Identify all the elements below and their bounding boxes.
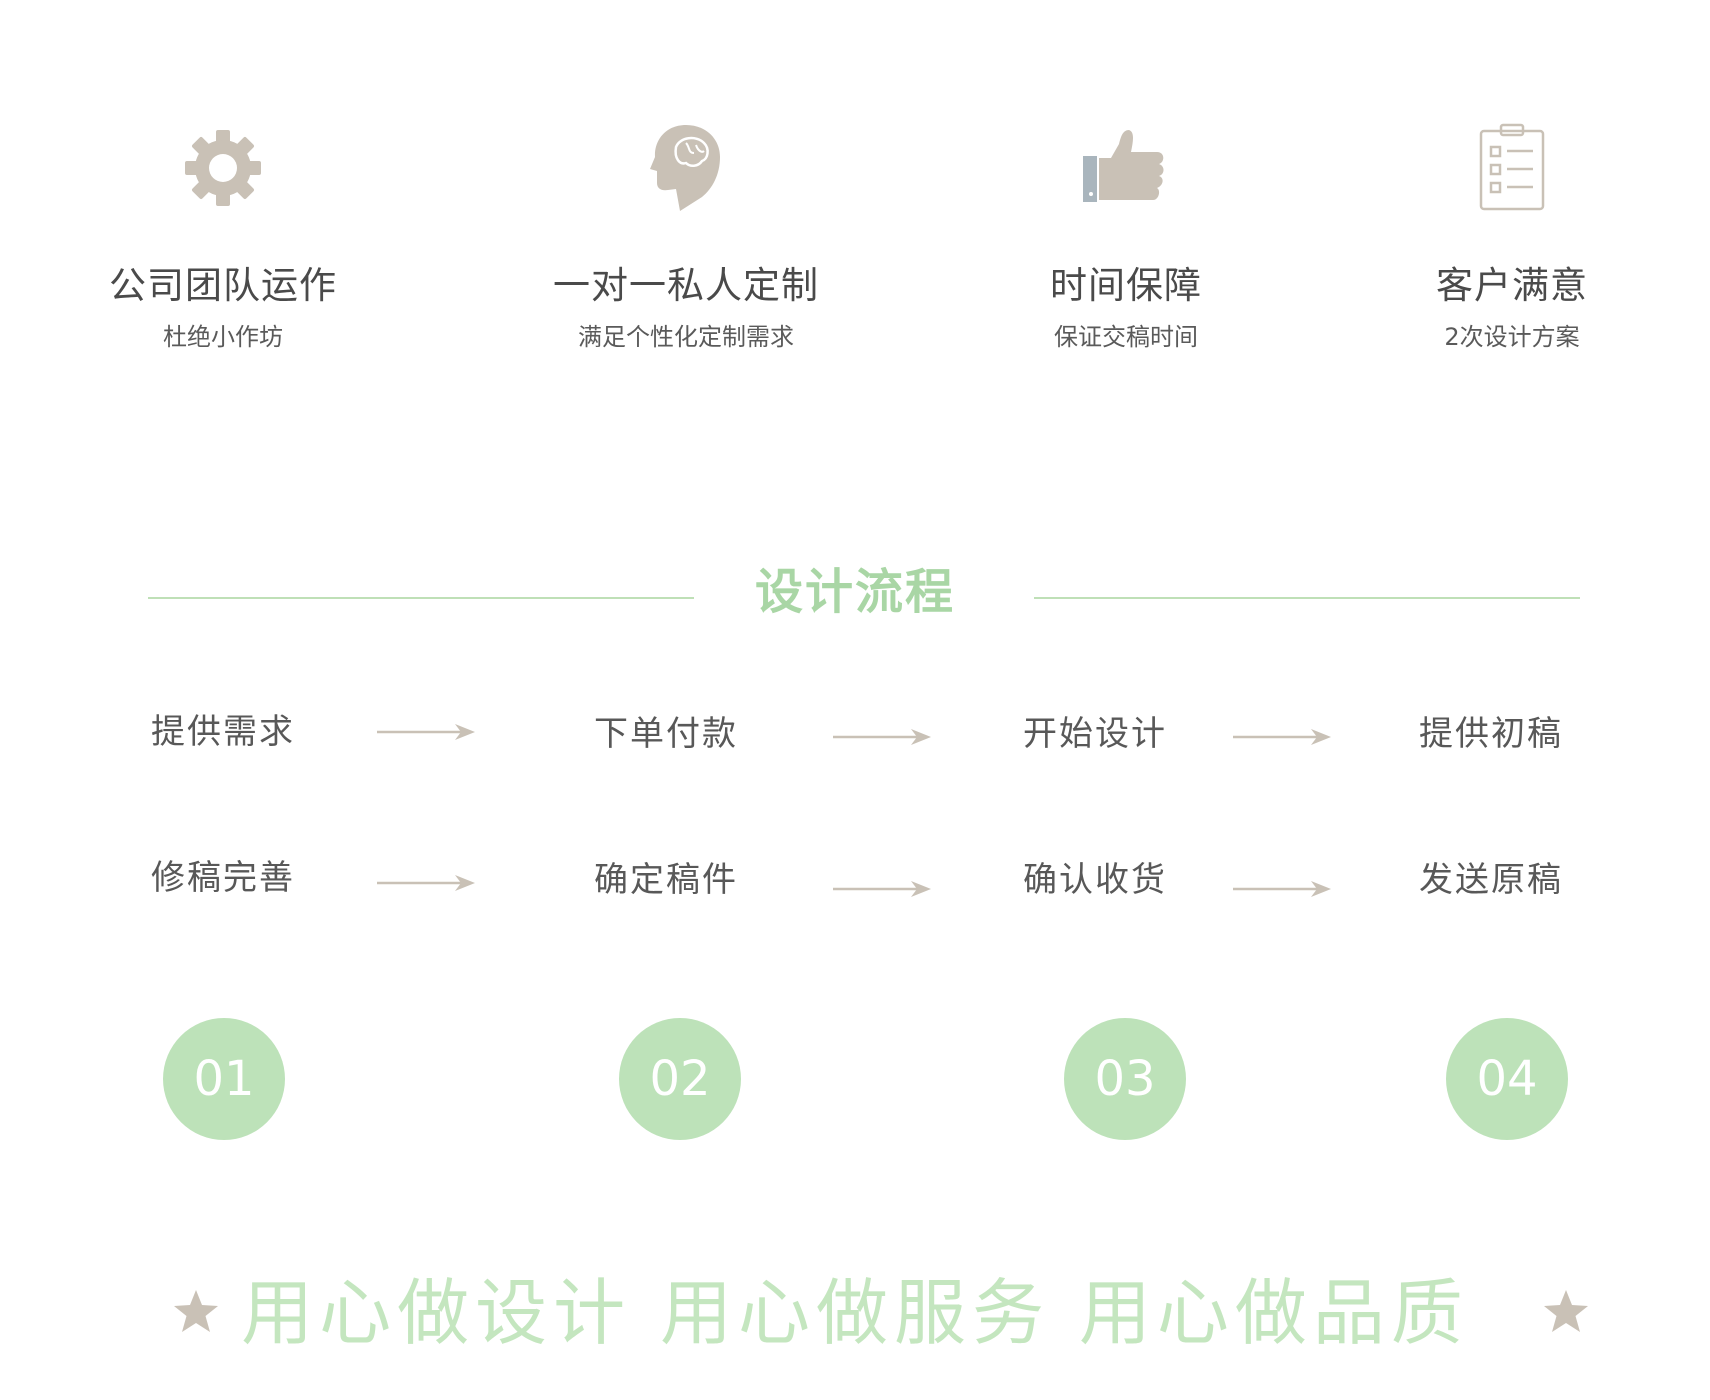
- arrow-right-icon: [833, 879, 933, 899]
- thumbs-up-icon: [1083, 130, 1164, 202]
- feature-time: 时间保障 保证交稿时间: [946, 118, 1306, 352]
- process-step: 提供初稿: [1419, 714, 1563, 754]
- process-step: 确定稿件: [594, 860, 738, 900]
- feature-team: 公司团队运作 杜绝小作坊: [43, 118, 403, 352]
- process-step: 下单付款: [594, 714, 738, 754]
- star-icon: [1542, 1288, 1590, 1336]
- feature-title: 时间保障: [1050, 264, 1202, 307]
- section-divider-right: [1034, 597, 1580, 599]
- arrow-right-icon: [377, 722, 477, 742]
- step-number-badge: 03: [1064, 1018, 1186, 1140]
- feature-custom: 一对一私人定制 满足个性化定制需求: [506, 118, 866, 352]
- step-number-badge: 02: [619, 1018, 741, 1140]
- step-number-badge: 01: [163, 1018, 285, 1140]
- feature-subtitle: 2次设计方案: [1444, 323, 1580, 351]
- feature-title: 客户满意: [1436, 264, 1588, 307]
- process-step: 提供需求: [151, 712, 295, 752]
- arrow-right-icon: [1233, 727, 1333, 747]
- feature-subtitle: 杜绝小作坊: [163, 323, 283, 351]
- process-step: 修稿完善: [151, 858, 295, 898]
- gear-icon: [185, 130, 261, 206]
- arrow-right-icon: [377, 873, 477, 893]
- process-step: 开始设计: [1023, 714, 1167, 754]
- process-step: 发送原稿: [1419, 860, 1563, 900]
- feature-subtitle: 保证交稿时间: [1054, 323, 1198, 351]
- step-number-badge: 04: [1446, 1018, 1568, 1140]
- checklist-icon: [1479, 123, 1545, 211]
- arrow-right-icon: [833, 727, 933, 747]
- feature-title: 一对一私人定制: [553, 264, 819, 307]
- process-step: 确认收货: [1023, 860, 1167, 900]
- feature-title: 公司团队运作: [109, 264, 337, 307]
- feature-subtitle: 满足个性化定制需求: [578, 323, 794, 351]
- arrow-right-icon: [1233, 879, 1333, 899]
- head-icon: [650, 125, 720, 211]
- section-divider-left: [148, 597, 694, 599]
- section-title: 设计流程: [754, 564, 956, 620]
- feature-satisfaction: 客户满意 2次设计方案: [1332, 118, 1692, 352]
- star-icon: [172, 1288, 220, 1336]
- slogan-text: 用心做设计 用心做服务 用心做品质: [241, 1271, 1469, 1355]
